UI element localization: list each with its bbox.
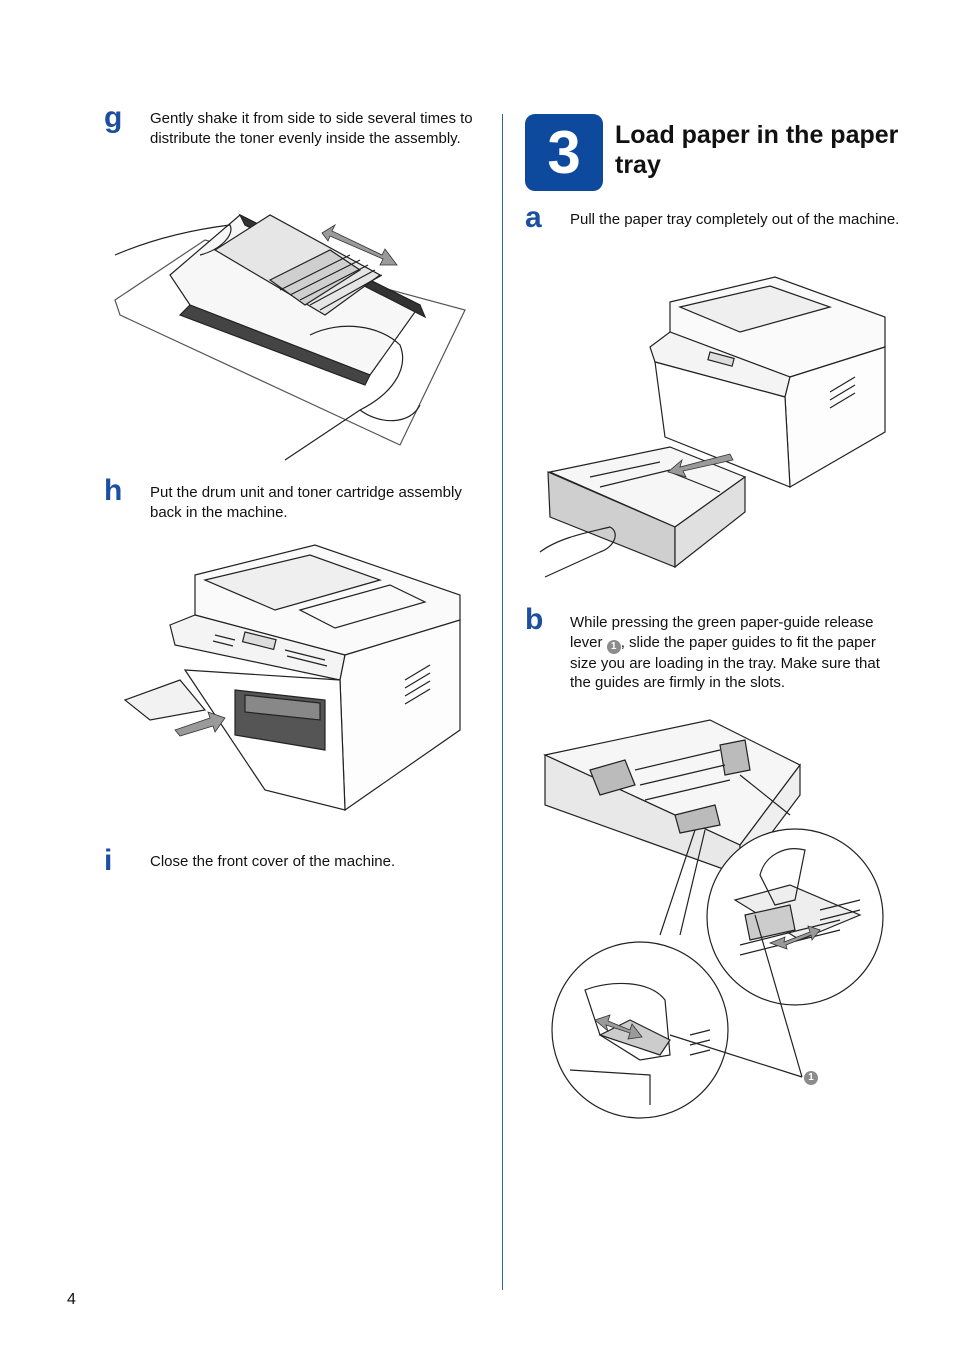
toner-shake-illustration bbox=[114, 213, 466, 461]
step-g-text: Gently shake it from side to side severa… bbox=[150, 110, 473, 147]
step-letter-a: a bbox=[525, 201, 542, 234]
step-i-text: Close the front cover of the machine. bbox=[150, 853, 396, 870]
step-a-text: Pull the paper tray completely out of th… bbox=[570, 211, 900, 228]
paper-guide-illustration bbox=[543, 719, 884, 1119]
step-b-text: While pressing the green paper-guide rel… bbox=[570, 613, 900, 693]
section-title: Load paper in the paper tray bbox=[615, 121, 899, 179]
step-letter-i: i bbox=[104, 844, 113, 877]
step-letter-h: h bbox=[104, 474, 123, 507]
figure-callout-badge: 1 bbox=[804, 1071, 818, 1085]
pull-tray-illustration bbox=[539, 276, 886, 578]
callout-badge: 1 bbox=[606, 639, 621, 654]
column-divider bbox=[502, 114, 503, 1290]
insert-drum-illustration bbox=[123, 544, 461, 812]
step-letter-b: b bbox=[525, 603, 544, 636]
step-letter-g: g bbox=[104, 101, 123, 134]
section-number-badge: 3 bbox=[525, 114, 603, 191]
step-h-text: Put the drum unit and toner cartridge as… bbox=[150, 484, 462, 521]
step-b-text-after: , slide the paper guides to fit the pape… bbox=[570, 633, 880, 692]
step-b-text-before: While pressing the green paper-guide rel… bbox=[570, 614, 874, 651]
page-number: 4 bbox=[67, 1291, 76, 1308]
